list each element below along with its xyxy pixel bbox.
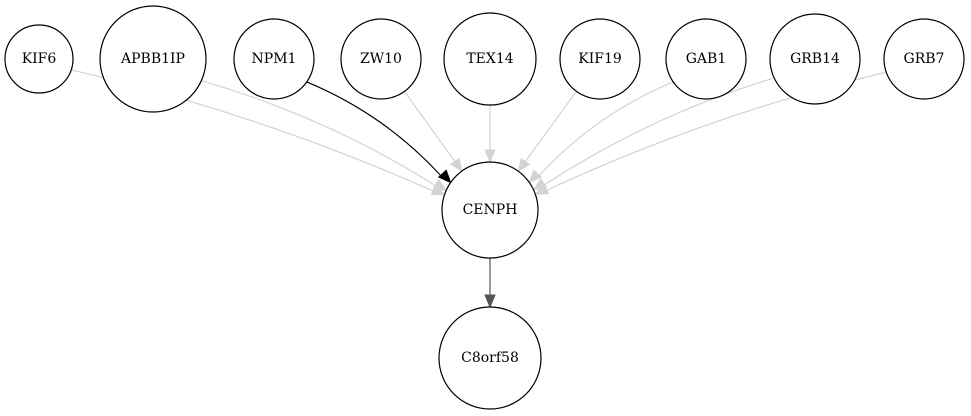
node-cenph[interactable]: CENPH	[441, 161, 539, 259]
node-circle	[4, 24, 74, 94]
edge-npm1-to-cenph	[306, 81, 452, 184]
edge-apbb1ip-to-cenph	[201, 80, 448, 192]
node-apbb1ip[interactable]: APBB1IP	[99, 5, 207, 113]
node-label: GRB14	[790, 51, 840, 67]
arrowhead-icon	[534, 183, 550, 195]
edge-zw10-to-cenph	[403, 91, 463, 173]
node-label: KIF19	[578, 51, 622, 67]
node-label: CENPH	[463, 202, 518, 218]
node-circle	[438, 306, 542, 410]
node-label: C8orf58	[461, 350, 519, 366]
arrowhead-icon	[437, 169, 452, 184]
node-kif19[interactable]: KIF19	[559, 18, 641, 100]
edge-line	[524, 90, 577, 162]
arrowhead-icon	[484, 149, 496, 164]
arrowhead-icon	[432, 178, 448, 192]
edge-line	[306, 81, 442, 177]
node-c8orf58[interactable]: C8orf58	[438, 306, 542, 410]
arrowhead-icon	[517, 157, 531, 173]
node-circle	[443, 12, 537, 106]
node-grb14[interactable]: GRB14	[769, 13, 861, 105]
node-circle	[883, 18, 965, 100]
edge-line	[544, 77, 775, 186]
node-npm1[interactable]: NPM1	[233, 18, 315, 100]
edge-kif19-to-cenph	[517, 90, 577, 173]
node-circle	[99, 5, 207, 113]
node-label: TEX14	[466, 51, 513, 67]
node-circle	[769, 13, 861, 105]
node-label: GRB7	[904, 51, 945, 67]
nodes-layer: KIF6 APBB1IP NPM1 ZW10 TEX14 KIF19 GAB1 GRB14 GR…	[4, 5, 965, 410]
node-zw10[interactable]: ZW10	[340, 18, 422, 100]
edge-tex14-to-cenph	[484, 105, 496, 164]
edges-layer	[71, 69, 887, 309]
node-circle	[233, 18, 315, 100]
node-label: NPM1	[252, 51, 297, 67]
node-label: APBB1IP	[120, 51, 185, 67]
node-gab1[interactable]: GAB1	[665, 18, 747, 100]
edge-gab1-to-cenph	[528, 81, 674, 184]
node-kif6[interactable]: KIF6	[4, 24, 74, 94]
edge-cenph-to-c8orf58	[484, 258, 496, 309]
node-label: GAB1	[686, 51, 727, 67]
node-circle	[441, 161, 539, 259]
edge-line	[538, 81, 674, 177]
node-label: KIF6	[22, 51, 57, 67]
edge-grb14-to-cenph	[532, 77, 775, 191]
node-circle	[559, 18, 641, 100]
node-label: ZW10	[360, 51, 402, 67]
arrowhead-icon	[449, 157, 463, 173]
node-circle	[665, 18, 747, 100]
node-tex14[interactable]: TEX14	[443, 12, 537, 106]
edge-line	[201, 80, 436, 186]
arrowhead-icon	[484, 294, 496, 309]
arrowhead-icon	[528, 169, 543, 184]
node-grb7[interactable]: GRB7	[883, 18, 965, 100]
node-circle	[340, 18, 422, 100]
edge-line	[403, 91, 456, 162]
